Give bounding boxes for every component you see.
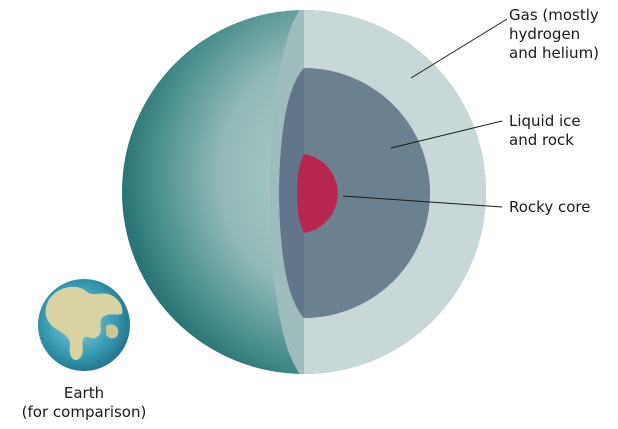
core-leader-line — [342, 195, 503, 208]
gas-leader-line — [410, 18, 508, 79]
mantle-layer-edge — [279, 68, 304, 318]
earth-label: Earth (for comparison) — [21, 384, 147, 421]
earth-continents — [45, 286, 123, 361]
liquid-layer-label: Liquid ice and rock — [509, 112, 581, 149]
core-label: Rocky core — [509, 198, 591, 216]
rocky-core — [297, 154, 338, 233]
liquid-leader-line — [390, 120, 503, 149]
gas-layer-label: Gas (mostly hydrogen and helium) — [509, 6, 600, 62]
earth-land-small — [106, 324, 119, 339]
mantle-layer — [279, 68, 430, 318]
earth-land — [45, 286, 123, 361]
